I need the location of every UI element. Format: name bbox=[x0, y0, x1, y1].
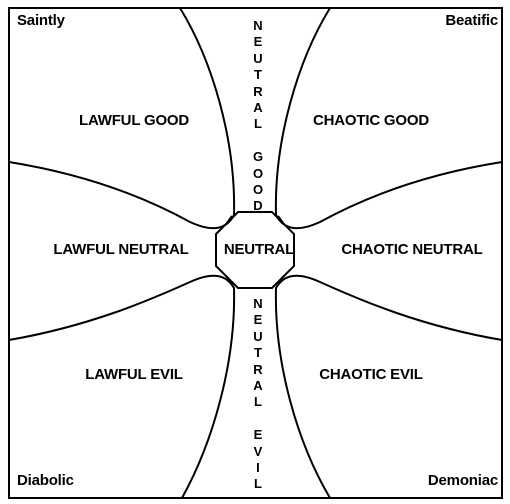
vertical-letter: U bbox=[253, 328, 263, 344]
lawful-good-boundary bbox=[8, 7, 236, 230]
region-label-chaotic-good: CHAOTIC GOOD bbox=[313, 112, 429, 129]
vertical-letter: O bbox=[252, 181, 264, 197]
vertical-letter: O bbox=[252, 165, 264, 181]
vertical-letter: U bbox=[253, 50, 263, 66]
vertical-letter: N bbox=[253, 296, 263, 311]
region-label-chaotic-evil: CHAOTIC EVIL bbox=[319, 366, 423, 383]
region-label-lawful-neutral: LAWFUL NEUTRAL bbox=[53, 241, 189, 258]
vertical-letter: I bbox=[256, 459, 260, 475]
vertical-letter: D bbox=[253, 198, 263, 214]
chaotic-evil-boundary bbox=[274, 274, 503, 499]
outer-frame bbox=[8, 7, 503, 499]
region-label-chaotic-neutral: CHAOTIC NEUTRAL bbox=[341, 241, 483, 258]
region-label-lawful-good: LAWFUL GOOD bbox=[78, 112, 190, 129]
vertical-letter: T bbox=[254, 67, 262, 83]
vertical-letter: A bbox=[253, 99, 263, 115]
lawful-evil-boundary bbox=[8, 274, 236, 499]
connector-line bbox=[226, 276, 233, 285]
connector-line bbox=[277, 276, 284, 285]
vertical-letter: E bbox=[253, 427, 263, 443]
connector-line bbox=[277, 215, 284, 224]
vertical-letter: L bbox=[254, 476, 262, 492]
region-label-neutral: NEUTRAL bbox=[223, 241, 295, 258]
corner-label-beatific: Beatific bbox=[445, 12, 498, 29]
vertical-letter: A bbox=[253, 377, 263, 393]
chaotic-good-boundary bbox=[274, 7, 503, 230]
vertical-letter: L bbox=[254, 116, 262, 132]
corner-label-saintly: Saintly bbox=[17, 12, 65, 29]
vertical-letter bbox=[256, 411, 260, 427]
vertical-letter: G bbox=[252, 149, 264, 165]
vertical-letter: T bbox=[254, 345, 262, 361]
vertical-letter: R bbox=[253, 83, 263, 99]
vertical-letter: E bbox=[253, 312, 263, 328]
region-label-lawful-evil: LAWFUL EVIL bbox=[85, 366, 183, 383]
corner-label-demoniac: Demoniac bbox=[427, 472, 498, 489]
connector-line bbox=[226, 215, 233, 224]
vertical-letter: R bbox=[253, 361, 263, 377]
vertical-letter: E bbox=[253, 34, 263, 50]
vertical-letter bbox=[256, 133, 260, 149]
vertical-letter: N bbox=[253, 18, 263, 33]
vertical-letter: L bbox=[254, 394, 262, 410]
corner-label-diabolic: Diabolic bbox=[17, 472, 74, 489]
vertical-letter: V bbox=[253, 443, 263, 459]
